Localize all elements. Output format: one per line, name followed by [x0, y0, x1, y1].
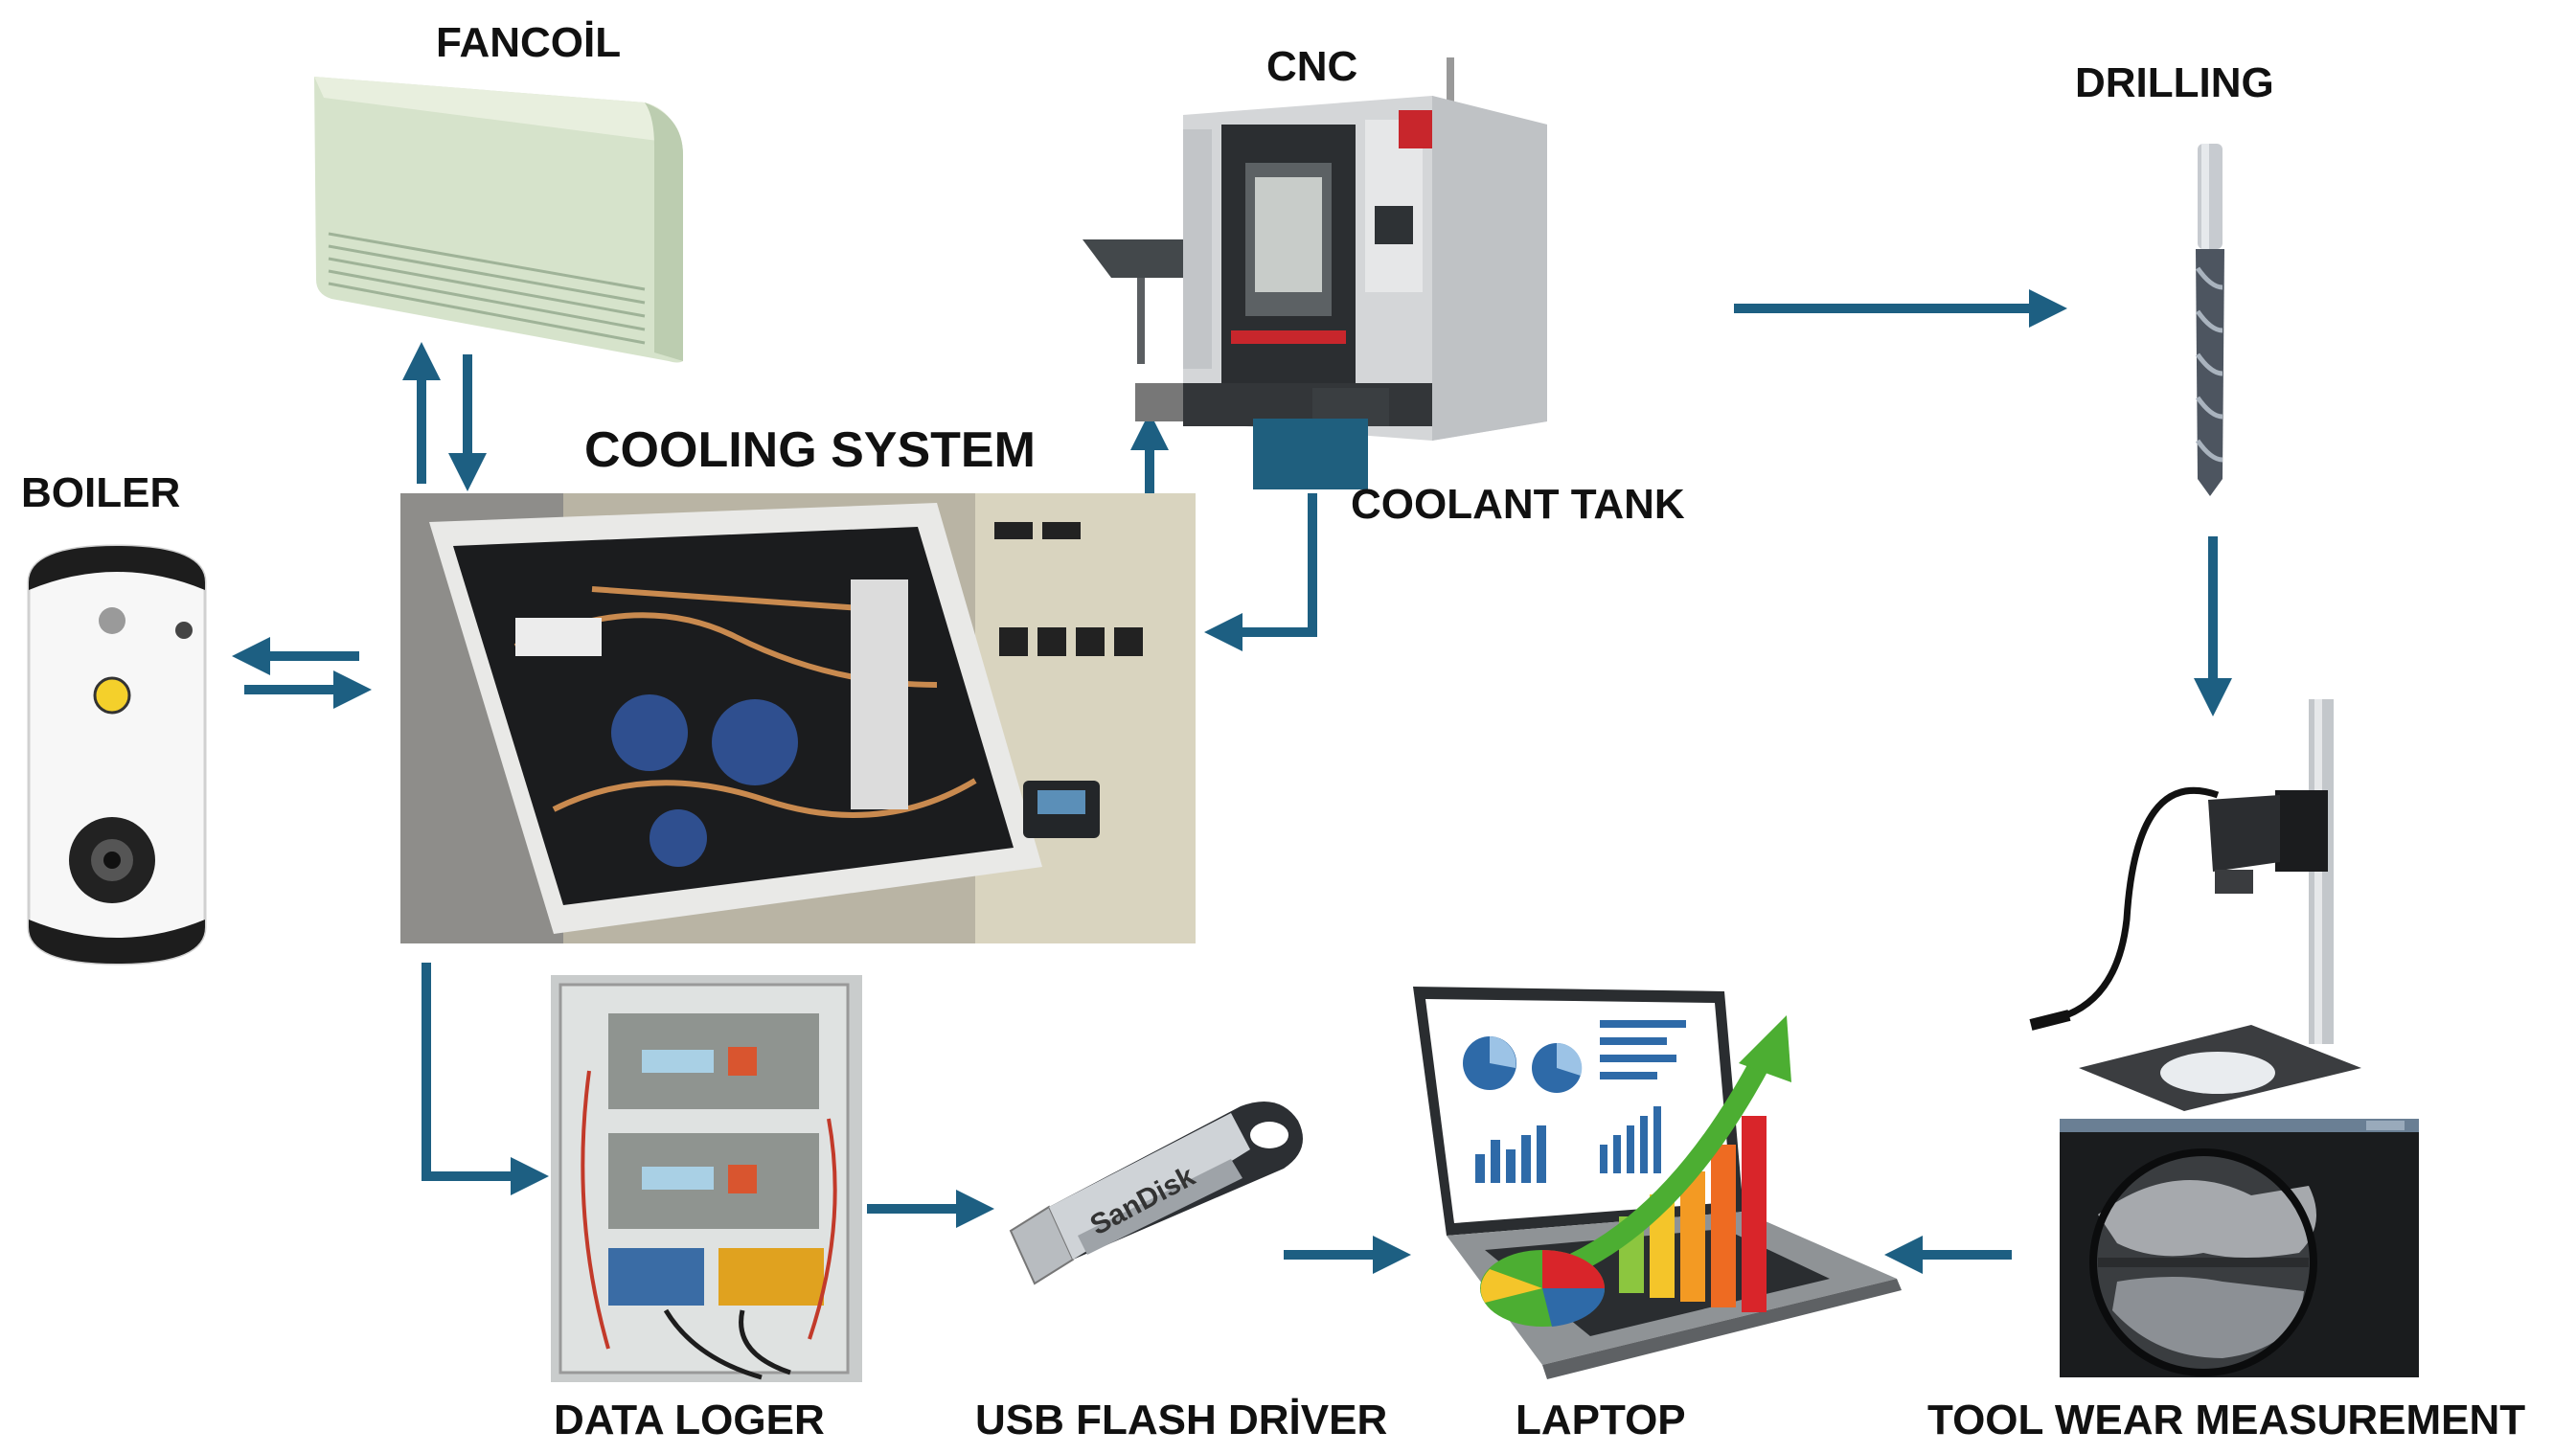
drill-bit-icon — [2195, 144, 2224, 496]
cnc-machine-icon — [1083, 57, 1547, 441]
data-logger-photo — [551, 975, 862, 1382]
drilling-label: DRILLING — [2075, 59, 2274, 106]
cooling-system-label: COOLING SYSTEM — [584, 422, 1036, 478]
arrow-tank-to-cooling — [1204, 493, 1317, 651]
fancoil-label: FANCOİL — [436, 19, 622, 66]
coolant-tank-label: COOLANT TANK — [1351, 481, 1685, 528]
tool-wear-image — [2060, 1119, 2419, 1377]
coolant-tank — [1253, 419, 1368, 489]
digital-microscope-icon — [2029, 699, 2361, 1111]
laptop-chart-icon — [1413, 987, 1902, 1379]
arrow-cooling-to-datalogger — [422, 963, 549, 1195]
tool-wear-label: TOOL WEAR MEASUREMENT — [1927, 1397, 2526, 1443]
laptop-label: LAPTOP — [1516, 1397, 1686, 1443]
data-loger-label: DATA LOGER — [554, 1397, 825, 1443]
usb-flash-drive-icon: SanDisk — [1009, 1102, 1303, 1285]
boiler-label: BOILER — [21, 469, 181, 516]
cnc-label: CNC — [1266, 43, 1358, 90]
cooling-system-photo — [400, 493, 1196, 943]
usb-flash-label: USB FLASH DRİVER — [975, 1397, 1388, 1443]
boiler-icon — [27, 544, 207, 966]
fancoil-unit-icon — [314, 77, 683, 363]
